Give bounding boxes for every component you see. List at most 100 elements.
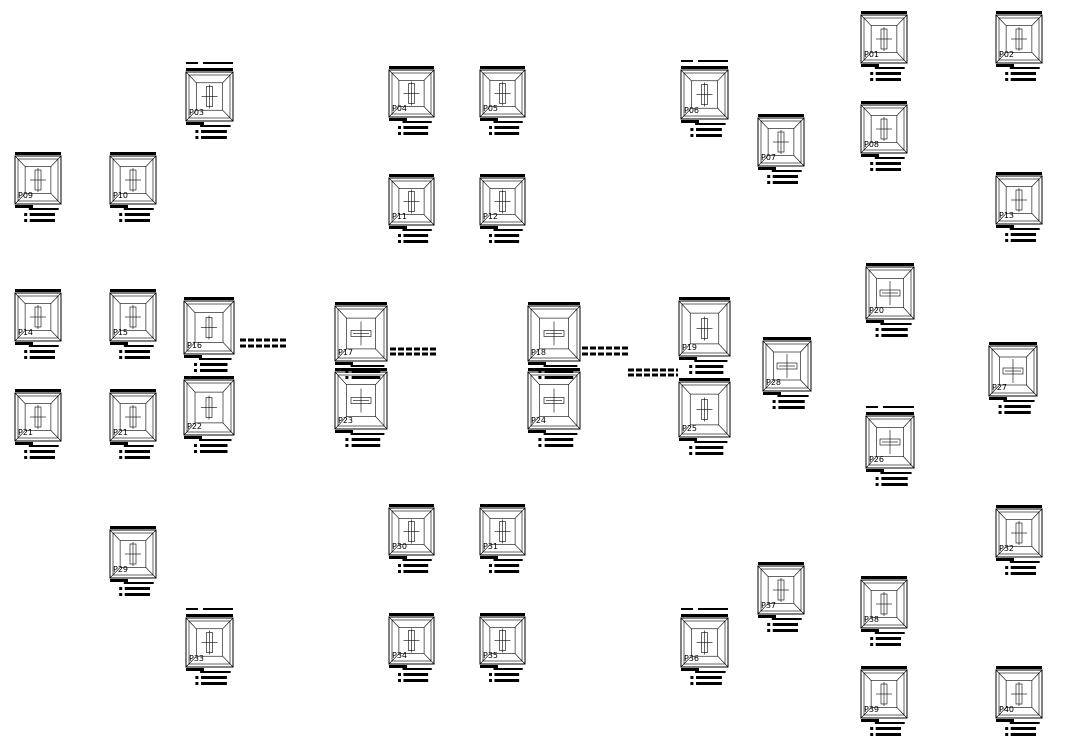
chamfer-line <box>14 392 26 404</box>
callout-bar <box>335 430 353 433</box>
callout-mark <box>689 371 693 374</box>
chamfer-line <box>514 507 526 519</box>
chamfer-line <box>995 546 1007 558</box>
callout-bar <box>681 120 699 123</box>
chamfer-line <box>860 707 872 719</box>
chamfer-line <box>800 340 812 353</box>
chamfer-line <box>183 422 196 436</box>
pedestal-outline <box>489 627 516 654</box>
chamfer-line <box>995 508 1007 520</box>
chamfer-line <box>762 340 774 353</box>
callout-mark <box>1005 239 1009 242</box>
chamfer-line <box>479 69 491 81</box>
title-bar-long <box>203 62 233 64</box>
chamfer-line <box>762 379 774 392</box>
callout-bar <box>679 357 697 360</box>
callout-mark <box>689 452 693 455</box>
chamfer-line <box>903 266 915 279</box>
footing-top-bar <box>866 412 914 415</box>
callout-bar <box>778 406 805 409</box>
callout-bar <box>544 376 574 379</box>
footing-p29: P29 <box>109 526 157 596</box>
chamfer-line <box>995 707 1007 719</box>
callout-bar <box>402 229 432 231</box>
footing-label: P27 <box>992 383 1007 392</box>
callout-bar <box>201 676 227 679</box>
footing-p21: P21 <box>109 389 157 459</box>
chamfer-line <box>678 343 691 357</box>
footing-top-bar <box>480 504 525 507</box>
chamfer-line <box>678 300 691 314</box>
callout-bar <box>1010 572 1037 575</box>
callout-bar <box>29 350 56 353</box>
chamfer-line <box>183 342 196 355</box>
footing-top-bar <box>681 66 728 69</box>
chamfer-line <box>718 424 731 438</box>
footing-p04: P04 <box>388 66 435 135</box>
callout-mark <box>875 334 879 337</box>
callout-bar <box>1010 233 1037 236</box>
chamfer-line <box>860 52 872 64</box>
chamfer-line <box>14 430 26 442</box>
callout-bar <box>777 395 809 397</box>
footing-outline <box>479 616 526 665</box>
chamfer-line <box>479 214 491 226</box>
chamfer-line <box>717 617 729 629</box>
chamfer-line <box>14 155 26 167</box>
callout-bar <box>880 472 912 474</box>
callout-mark <box>1005 566 1009 569</box>
callout-mark <box>489 673 492 676</box>
callout-mark <box>119 450 123 453</box>
chamfer-line <box>388 177 400 189</box>
footing-p11: P11 <box>388 174 435 243</box>
footing-top-bar <box>866 263 914 266</box>
footing-top-bar <box>996 172 1042 175</box>
callout-bar <box>772 175 799 178</box>
callout-bar <box>124 350 151 353</box>
callout-bar <box>772 629 799 632</box>
footing-outline <box>860 14 908 64</box>
footing-inner-edge <box>17 158 59 202</box>
pedestal-outline <box>1005 680 1033 708</box>
callout-bar <box>771 170 802 172</box>
chamfer-line <box>423 69 435 81</box>
chamfer-line <box>183 379 196 393</box>
footing-inner-edge <box>112 395 154 439</box>
callout-bar <box>695 671 726 673</box>
callout-mark <box>1005 727 1009 730</box>
footing-top-bar <box>996 505 1042 508</box>
callout-bar <box>696 128 722 131</box>
footing-inner-edge <box>760 120 802 164</box>
pedestal-outline <box>398 80 425 107</box>
chamfer-line <box>865 415 877 428</box>
chamfer-line <box>334 305 347 319</box>
callout-mark <box>998 405 1002 408</box>
footing-top-bar <box>996 11 1042 14</box>
pedestal-outline <box>346 317 376 350</box>
callout-bar <box>494 234 520 237</box>
callout-bar <box>199 439 232 441</box>
footing-inner-edge <box>765 343 809 389</box>
footing-top-bar <box>861 101 907 104</box>
chamfer-line <box>375 305 388 319</box>
footing-outline <box>109 155 157 205</box>
chamfer-line <box>527 305 540 319</box>
footing-p27: P27 <box>988 342 1038 414</box>
callout-bar <box>110 442 128 445</box>
chamfer-line <box>800 379 812 392</box>
footing-label: P05 <box>483 104 498 113</box>
chamfer-line <box>568 371 581 385</box>
chamfer-line <box>718 381 731 395</box>
chamfer-line <box>423 616 435 628</box>
chamfer-line <box>185 71 197 83</box>
chamfer-line <box>527 348 540 362</box>
callout-mark <box>194 363 197 366</box>
footing-p13: P13 <box>995 172 1043 242</box>
footing-inner-edge <box>482 180 523 223</box>
pedestal-outline <box>24 166 52 194</box>
footing-inner-edge <box>998 672 1040 716</box>
chamfer-line <box>718 300 731 314</box>
callout-mark <box>1005 733 1009 736</box>
callout-bar <box>493 229 523 231</box>
callout-mark <box>489 240 492 243</box>
